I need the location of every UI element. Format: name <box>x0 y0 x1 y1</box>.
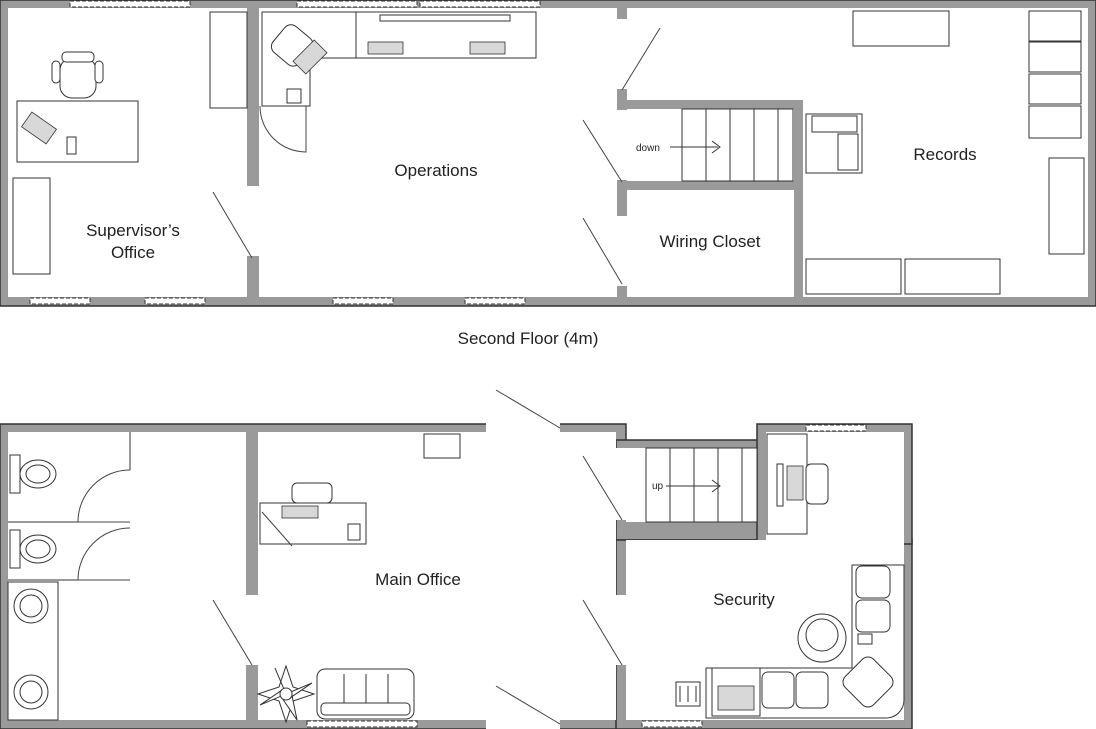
records-table <box>852 10 950 47</box>
wall-shelf <box>379 14 511 22</box>
keyboard-icon <box>367 41 404 55</box>
supervisor-cabinet <box>12 177 51 275</box>
stair-up-door <box>582 455 623 521</box>
room-label-wiring-closet: Wiring Closet <box>659 232 760 251</box>
sink-icon <box>13 588 49 624</box>
phone-icon <box>857 633 873 645</box>
phone-icon <box>66 136 77 155</box>
desk-edge <box>261 511 293 547</box>
window <box>419 0 541 8</box>
operations-swing-door <box>259 105 307 153</box>
wiring-door-gap <box>616 216 628 286</box>
keyboard-icon <box>292 39 328 75</box>
security-door <box>582 599 623 666</box>
stairs-down <box>670 108 794 182</box>
window <box>29 297 91 305</box>
supervisor-door <box>212 191 253 259</box>
window <box>306 720 418 728</box>
monitor-icon <box>786 465 804 501</box>
wiring-closet-door <box>582 217 623 285</box>
filing-cabinet <box>1028 73 1082 105</box>
window <box>69 0 191 8</box>
stair-door-gap <box>616 110 628 180</box>
sofa-icon <box>316 668 415 720</box>
room-label-main-office: Main Office <box>375 570 461 589</box>
toilet-icon <box>9 454 57 494</box>
window <box>464 297 526 305</box>
window <box>296 0 418 8</box>
entrance-gap <box>486 423 560 433</box>
security-chair-icon <box>855 565 891 599</box>
room-label-security: Security <box>713 590 775 609</box>
copier-icon <box>805 113 863 174</box>
window <box>641 720 703 728</box>
office-chair-icon <box>805 463 829 505</box>
phone-icon <box>347 523 361 541</box>
records-upper-floor <box>794 8 804 100</box>
stairs-up <box>645 447 758 523</box>
hall-floor <box>627 8 794 100</box>
main-office-floor <box>258 432 616 720</box>
stair-up-label: up <box>652 481 664 492</box>
supervisor-door-gap <box>246 186 260 256</box>
records-table <box>805 258 902 295</box>
keyboard-icon <box>20 111 58 145</box>
toilet-icon <box>9 529 57 569</box>
office-chair-icon <box>51 51 104 99</box>
first-floor-plan: up Main Office Security <box>0 389 913 729</box>
phone-icon <box>286 88 302 104</box>
stall-door <box>77 527 131 581</box>
window <box>144 297 206 305</box>
entrance-gap <box>486 719 560 729</box>
stall-door <box>77 469 131 523</box>
tv-icon <box>423 433 461 459</box>
entrance-door <box>495 389 561 429</box>
office-chair-icon <box>291 482 333 504</box>
printer-tray-icon <box>717 685 755 711</box>
second-floor-plan: down Supervisor’s Office Operations Wiri… <box>0 0 1096 307</box>
round-chair-icon <box>797 613 847 663</box>
filing-cabinet <box>1028 10 1082 42</box>
sink-icon <box>13 674 49 710</box>
filing-cabinet <box>1028 105 1082 139</box>
keyboard-icon <box>469 41 506 55</box>
operations-north-door <box>621 27 661 91</box>
security-chair-icon <box>855 599 891 633</box>
hall-door-gap <box>616 19 628 89</box>
filing-cabinet <box>1048 157 1085 255</box>
keyboard-icon <box>776 463 784 507</box>
room-label-records: Records <box>913 145 976 164</box>
records-table <box>904 258 1001 295</box>
restroom-door-gap <box>246 595 260 665</box>
window <box>805 424 867 432</box>
stair-door <box>582 119 623 183</box>
room-label-operations: Operations <box>394 161 477 180</box>
stair-up-door-gap <box>614 448 628 520</box>
floor-caption: Second Floor (4m) <box>458 329 599 348</box>
stair-down-label: down <box>636 143 660 154</box>
plant-icon <box>256 664 316 724</box>
entrance-door <box>495 685 561 725</box>
supervisor-cabinet <box>209 11 248 109</box>
restroom-door <box>212 599 253 666</box>
security-door-gap <box>614 595 628 665</box>
wiring-closet-floor <box>627 190 794 297</box>
filing-cabinet <box>1028 41 1082 73</box>
security-chair-icon <box>842 656 894 708</box>
room-label-supervisor: Supervisor’s <box>86 221 180 240</box>
keyboard-icon <box>281 505 319 519</box>
room-label-supervisor-office: Office <box>111 243 155 262</box>
security-chair-icon <box>761 671 795 709</box>
security-chair-icon <box>795 671 829 709</box>
window <box>332 297 394 305</box>
